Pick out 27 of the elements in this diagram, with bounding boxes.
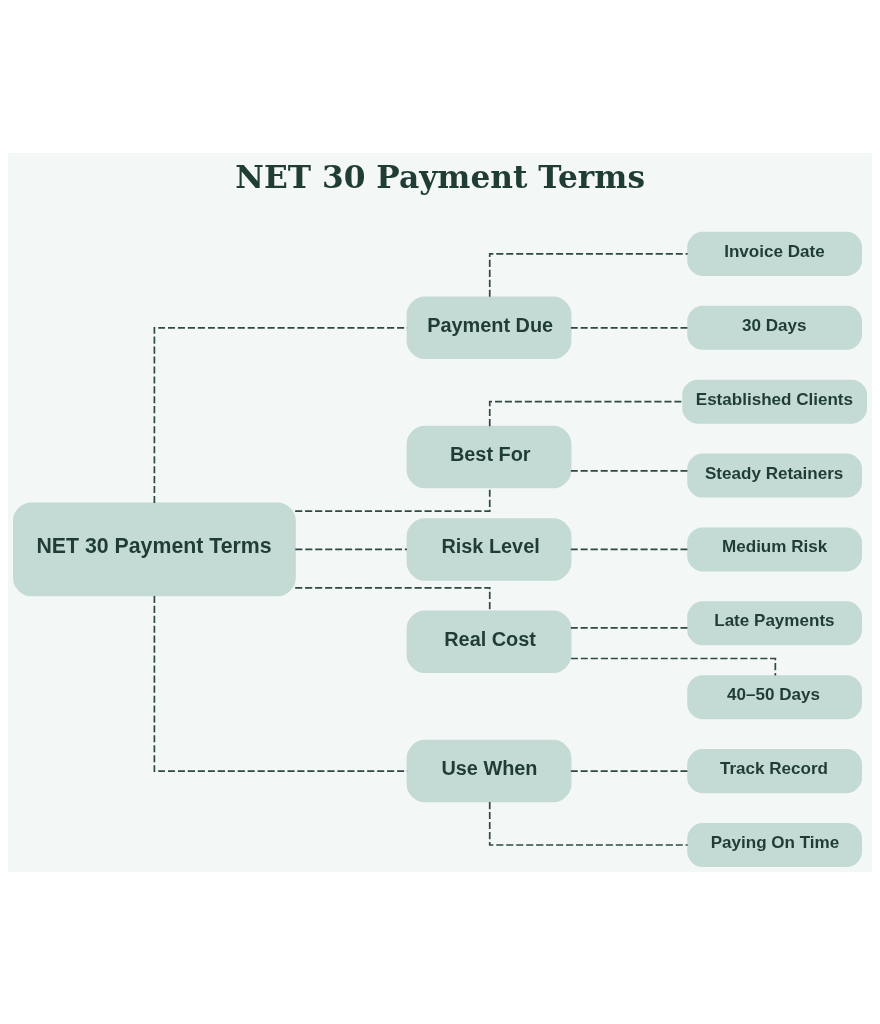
node-box: Established Clients [682, 379, 867, 424]
connector [570, 769, 689, 772]
node-box: Late Payments [687, 600, 862, 645]
connector [570, 548, 689, 550]
connector [294, 548, 408, 550]
node-box: Risk Level [406, 517, 572, 581]
node-box: Paying On Time [687, 822, 862, 867]
node-box: Payment Due [406, 296, 572, 359]
node-box: Track Record [687, 748, 862, 793]
connector [488, 800, 689, 846]
connector [570, 469, 689, 472]
node-box: Invoice Date [687, 231, 862, 276]
connector [488, 252, 689, 298]
connector [294, 586, 491, 612]
node-box: 30 Days [687, 305, 862, 350]
connector [570, 326, 689, 329]
node-box: 40–50 Days [687, 674, 862, 719]
node-box: Steady Retainers [687, 453, 862, 498]
node-box: NET 30 Payment Terms [13, 502, 296, 596]
connector [570, 626, 689, 629]
node-box: Best For [406, 425, 572, 488]
node-box: Medium Risk [687, 526, 862, 571]
node-box: Use When [406, 739, 572, 802]
connector [488, 400, 684, 427]
node-box: Real Cost [406, 610, 572, 673]
connector [570, 657, 777, 676]
diagram-title: NET 30 Payment Terms [235, 158, 645, 195]
